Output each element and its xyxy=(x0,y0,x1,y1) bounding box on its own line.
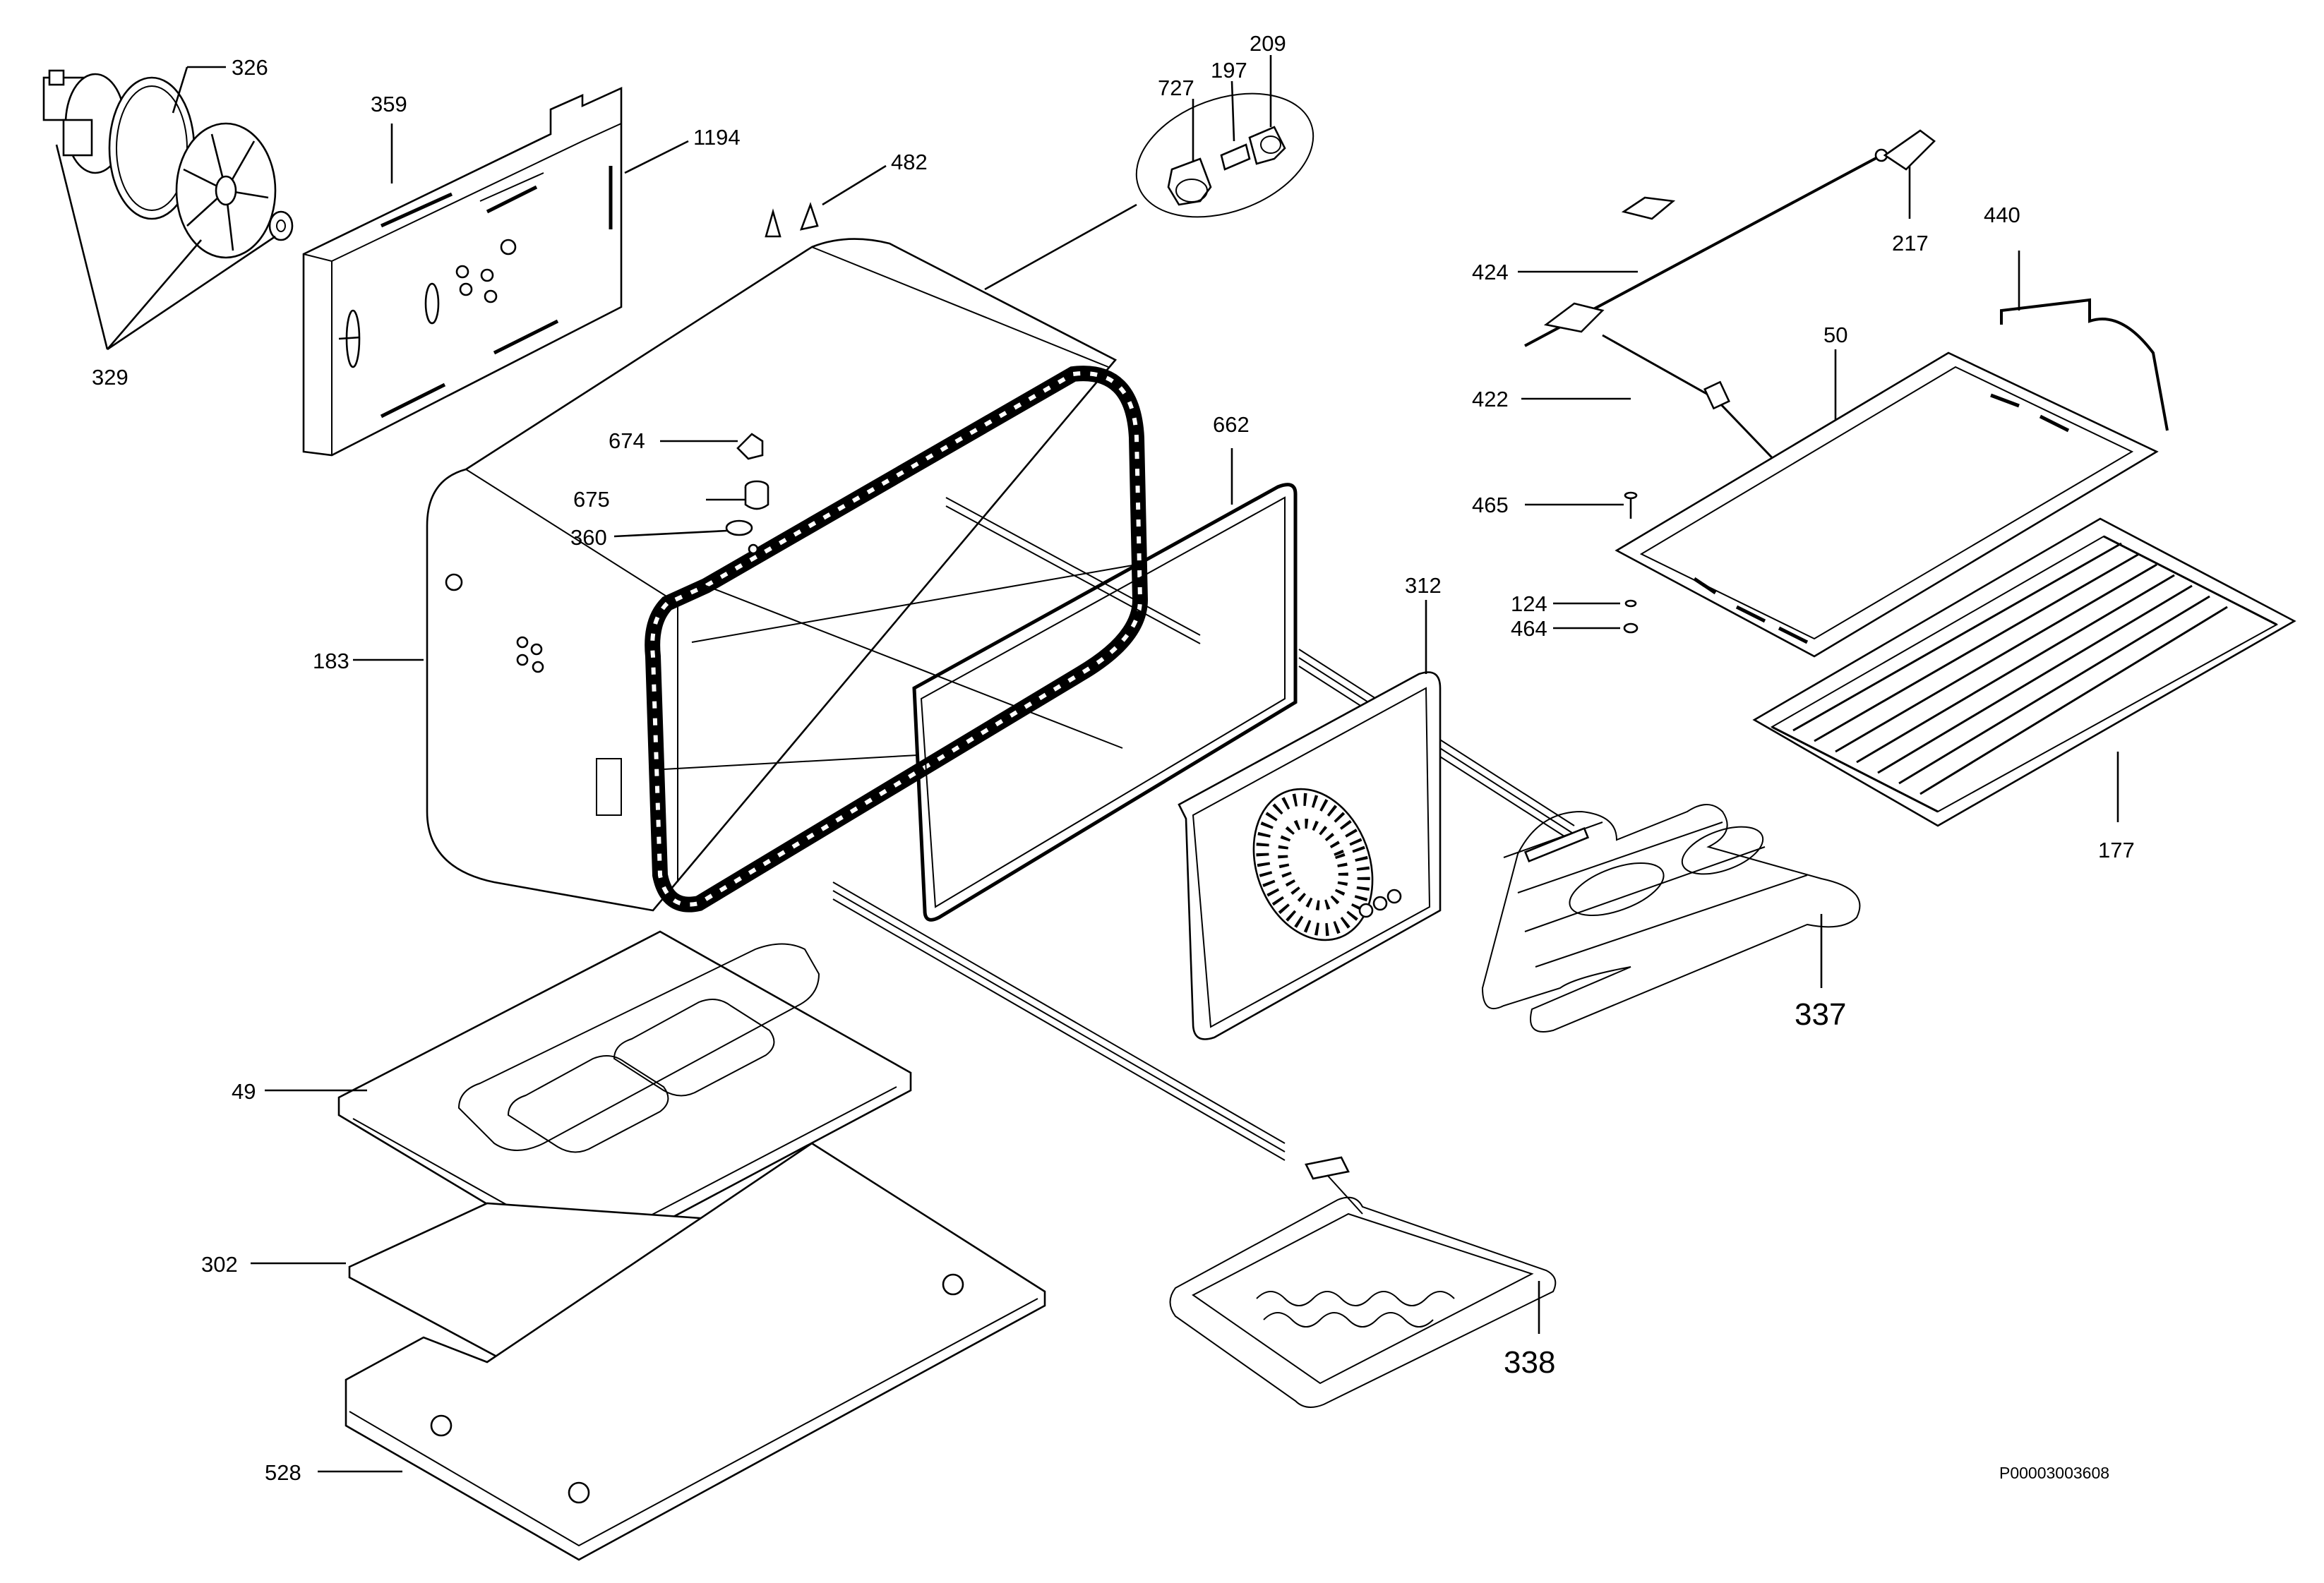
label-49: 49 xyxy=(232,1079,256,1104)
part-wire-rack-177[interactable] xyxy=(1752,517,2296,827)
label-183: 183 xyxy=(313,649,349,673)
part-frame-662[interactable] xyxy=(912,483,1298,922)
part-baking-tray-50[interactable] xyxy=(1615,351,2159,658)
label-482: 482 xyxy=(891,150,928,174)
part-grill-wire-440[interactable] xyxy=(2000,298,2169,431)
label-359: 359 xyxy=(371,92,407,116)
label-329: 329 xyxy=(92,365,128,390)
label-440: 440 xyxy=(1984,203,2020,227)
part-fan-wheel[interactable] xyxy=(175,122,294,259)
part-nut-464[interactable] xyxy=(1623,622,1639,634)
label-302: 302 xyxy=(201,1252,238,1277)
label-50: 50 xyxy=(1823,323,1847,347)
part-clip-482[interactable] xyxy=(765,202,819,238)
label-465: 465 xyxy=(1472,493,1509,517)
label-528: 528 xyxy=(265,1460,301,1485)
part-rotisserie-spit-424[interactable] xyxy=(1524,148,1888,347)
part-back-plate-312[interactable] xyxy=(1178,671,1442,1040)
label-217: 217 xyxy=(1892,231,1929,255)
part-oven-cavity-183[interactable] xyxy=(426,238,1118,912)
part-fan-motor-326[interactable] xyxy=(42,69,196,220)
label-337: 337 xyxy=(1795,997,1846,1032)
label-338: 338 xyxy=(1504,1345,1555,1380)
label-674: 674 xyxy=(609,428,645,453)
drawing-code: P00003003608 xyxy=(1999,1464,2109,1482)
part-screw-465[interactable] xyxy=(1624,491,1638,519)
label-464: 464 xyxy=(1511,616,1547,641)
label-360: 360 xyxy=(570,525,607,550)
label-197: 197 xyxy=(1211,58,1247,83)
label-662: 662 xyxy=(1213,412,1250,437)
part-top-heating-element-337[interactable] xyxy=(1481,804,1861,1033)
part-360[interactable] xyxy=(725,519,759,555)
label-1194: 1194 xyxy=(693,125,741,150)
part-lamp-assembly[interactable] xyxy=(1119,71,1330,239)
label-422: 422 xyxy=(1472,387,1509,411)
part-handle-217[interactable] xyxy=(1883,129,1936,171)
label-209: 209 xyxy=(1250,31,1286,56)
part-675[interactable] xyxy=(744,480,769,510)
part-bottom-plate-49[interactable] xyxy=(337,930,912,1265)
label-177: 177 xyxy=(2098,838,2135,862)
part-674[interactable] xyxy=(736,433,764,460)
label-675: 675 xyxy=(573,487,610,512)
part-bottom-heating-element-338[interactable] xyxy=(1169,1156,1557,1408)
label-312: 312 xyxy=(1405,573,1442,598)
part-door-seal[interactable] xyxy=(645,366,1149,913)
label-424: 424 xyxy=(1472,260,1509,284)
part-washer-124[interactable] xyxy=(1624,599,1637,608)
label-727: 727 xyxy=(1158,76,1194,100)
part-rear-panel-359[interactable] xyxy=(302,86,623,457)
part-bottom-tray-528[interactable] xyxy=(345,1142,1046,1561)
label-124: 124 xyxy=(1511,591,1547,616)
label-326: 326 xyxy=(232,55,268,80)
